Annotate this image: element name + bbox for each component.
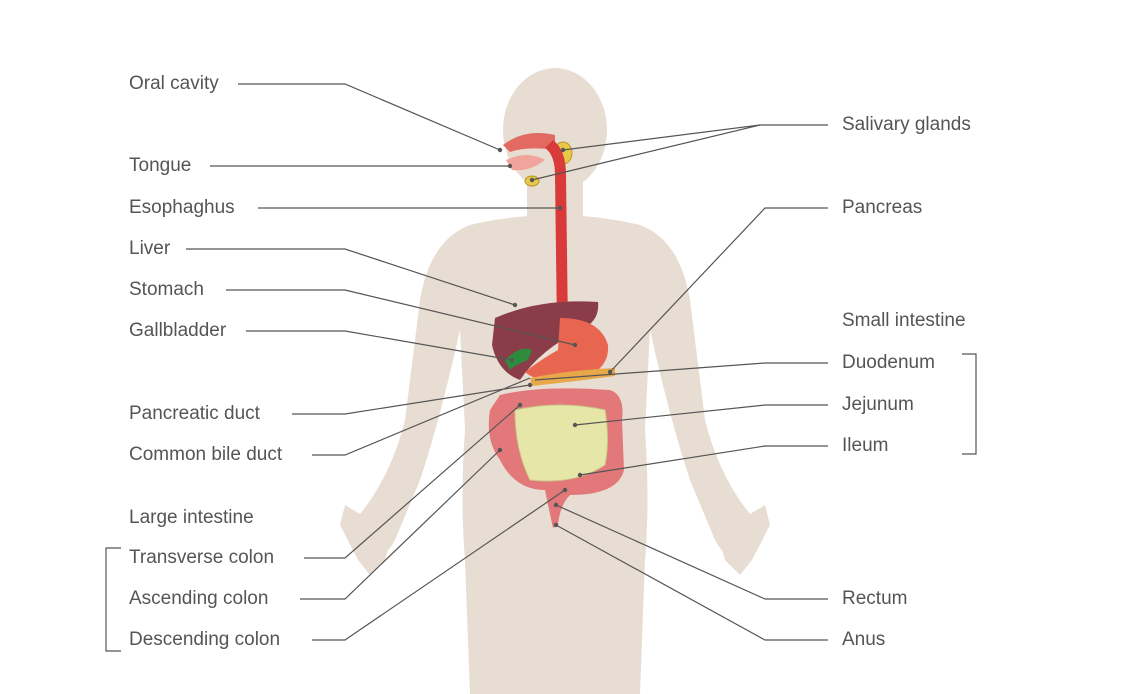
label-pancreatic-duct: Pancreatic duct [129, 403, 260, 424]
label-jejunum: Jejunum [842, 394, 914, 415]
label-pancreas: Pancreas [842, 197, 923, 218]
label-salivary-glands: Salivary glands [842, 114, 971, 135]
large-intestine-bracket [105, 547, 121, 652]
gallbladder-organ [505, 348, 532, 370]
leader-ileum [579, 445, 828, 476]
label-ileum: Ileum [842, 435, 889, 456]
heading-large-intestine: Large intestine [129, 507, 254, 528]
label-duodenum: Duodenum [842, 352, 935, 373]
label-rectum: Rectum [842, 588, 908, 609]
leader-transverse-colon [304, 404, 521, 559]
leader-rectum [555, 504, 828, 600]
label-common-bile-duct: Common bile duct [129, 444, 283, 465]
label-transverse-colon: Transverse colon [129, 547, 275, 568]
small-intestine-bracket [962, 353, 977, 455]
label-esophagus: Esophaghus [129, 197, 235, 218]
leader-lines [105, 83, 977, 652]
leader-oral-cavity [238, 83, 501, 151]
leader-duodenum [534, 362, 828, 381]
leader-jejunum [574, 404, 828, 426]
leader-pancreas [609, 207, 828, 373]
stomach-organ [525, 318, 609, 382]
label-tongue: Tongue [129, 155, 192, 176]
leader-dots [497, 147, 613, 528]
label-oral-cavity: Oral cavity [129, 73, 219, 94]
label-descending-colon: Descending colon [129, 629, 281, 650]
leader-anus [555, 524, 828, 641]
small-intestine-organ [514, 404, 608, 482]
leader-common-bile-duct [312, 377, 531, 456]
leader-stomach [226, 289, 576, 346]
label-ascending-colon: Ascending colon [129, 588, 269, 609]
leader-descending-colon [312, 489, 566, 641]
label-stomach: Stomach [129, 279, 204, 300]
heading-small-intestine: Small intestine [842, 310, 966, 331]
label-liver: Liver [129, 238, 171, 259]
label-anus: Anus [842, 629, 886, 650]
leader-ascending-colon [300, 449, 501, 600]
esophagus-organ [545, 140, 568, 330]
leader-salivary-2 [531, 124, 761, 181]
leader-liver [186, 248, 516, 306]
leader-gallbladder [246, 330, 513, 361]
mouth-organ [503, 132, 555, 171]
leader-pancreatic-duct [292, 384, 531, 415]
label-gallbladder: Gallbladder [129, 320, 227, 341]
